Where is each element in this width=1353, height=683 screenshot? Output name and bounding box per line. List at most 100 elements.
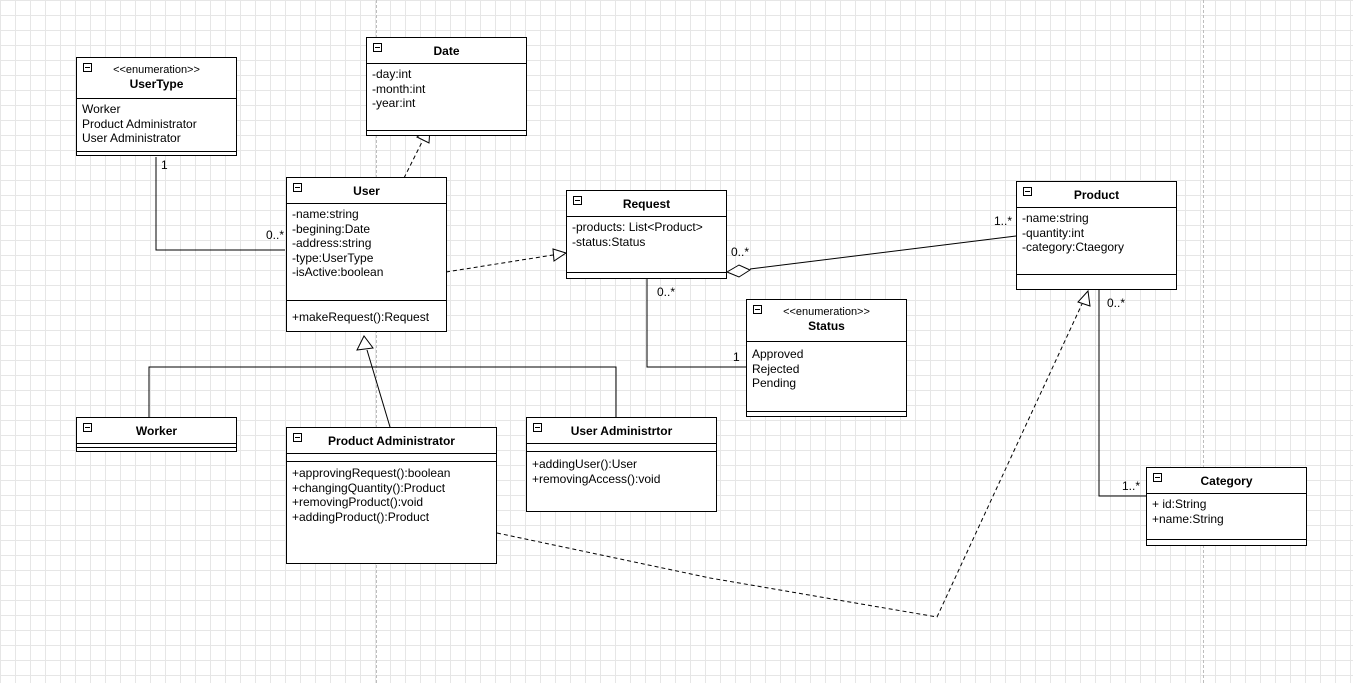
class-header: <<enumeration>> UserType bbox=[77, 58, 236, 99]
class-status[interactable]: <<enumeration>> Status Approved Rejected… bbox=[746, 299, 907, 417]
class-product-administrator[interactable]: Product Administrator +approvingRequest(… bbox=[286, 427, 497, 564]
collapse-icon[interactable] bbox=[533, 423, 542, 432]
collapse-icon[interactable] bbox=[293, 183, 302, 192]
class-header: Request bbox=[567, 191, 726, 217]
class-header: Product bbox=[1017, 182, 1176, 208]
class-header: User bbox=[287, 178, 446, 204]
class-user[interactable]: User -name:string -begining:Date -addres… bbox=[286, 177, 447, 332]
attribute: -isActive:boolean bbox=[292, 265, 384, 279]
class-header: Worker bbox=[77, 418, 236, 444]
class-header: Product Administrator bbox=[287, 428, 496, 454]
multiplicity-label: 0..* bbox=[657, 285, 676, 299]
enum-literal: Worker bbox=[82, 102, 121, 116]
class-name: Status bbox=[808, 319, 845, 333]
operation: +changingQuantity():Product bbox=[292, 480, 446, 495]
attribute: -products: List<Product> bbox=[572, 220, 703, 234]
class-name: Date bbox=[433, 44, 460, 58]
enum-literal: Approved bbox=[752, 347, 804, 361]
attribute: + id:String bbox=[1152, 497, 1207, 511]
multiplicity-label: 1 bbox=[733, 350, 740, 364]
multiplicity-label: 0..* bbox=[731, 245, 750, 259]
class-name: Request bbox=[622, 197, 671, 211]
aggregation-diamond bbox=[725, 264, 752, 278]
enum-literal: User Administrator bbox=[82, 131, 181, 145]
association-usertype-user bbox=[155, 157, 285, 251]
collapse-icon[interactable] bbox=[293, 433, 302, 442]
arrowhead-request bbox=[552, 248, 568, 262]
operation: +makeRequest():Request bbox=[292, 310, 430, 324]
operation: +addingProduct():Product bbox=[292, 509, 430, 524]
attribute: -name:string bbox=[1022, 211, 1089, 225]
enum-literals: Approved Rejected Pending bbox=[747, 342, 906, 412]
enum-literals: Worker Product Administrator User Admini… bbox=[77, 99, 236, 152]
arrowhead-product bbox=[1077, 289, 1091, 307]
class-user-administrator[interactable]: User Administrtor +addingUser():User +re… bbox=[526, 417, 717, 512]
attribute: -quantity:int bbox=[1022, 225, 1085, 240]
operations-section: +addingUser():User +removingAccess():voi… bbox=[527, 452, 716, 486]
attributes-section: -name:string -begining:Date -address:str… bbox=[287, 204, 446, 301]
collapse-icon[interactable] bbox=[373, 43, 382, 52]
class-product[interactable]: Product -name:string -quantity:int -cate… bbox=[1016, 181, 1177, 290]
attribute: -address:string bbox=[292, 236, 372, 250]
arrowhead-user bbox=[356, 335, 374, 351]
attributes-section bbox=[77, 444, 236, 448]
association-product-category bbox=[1098, 290, 1146, 497]
operations-section: +makeRequest():Request bbox=[287, 301, 446, 325]
operations-section: +approvingRequest():boolean +changingQua… bbox=[287, 462, 496, 524]
class-usertype[interactable]: <<enumeration>> UserType Worker Product … bbox=[76, 57, 237, 156]
class-name: User Administrtor bbox=[570, 424, 673, 438]
operation: +addingUser():User bbox=[532, 457, 638, 471]
class-name: Worker bbox=[135, 424, 178, 438]
stereotype-label: <<enumeration>> bbox=[113, 64, 200, 76]
attributes-section: + id:String +name:String bbox=[1147, 494, 1306, 540]
multiplicity-label: 0..* bbox=[266, 228, 285, 242]
attribute: -day:int bbox=[372, 67, 412, 81]
enum-literal: Product Administrator bbox=[82, 116, 197, 131]
attribute: -begining:Date bbox=[292, 221, 371, 236]
enum-literal: Pending bbox=[752, 376, 797, 390]
dependency-user-request bbox=[445, 254, 554, 273]
attribute: -year:int bbox=[372, 96, 416, 110]
class-name: Product bbox=[1073, 188, 1120, 202]
attribute: -status:Status bbox=[572, 234, 646, 249]
collapse-icon[interactable] bbox=[83, 423, 92, 432]
class-name: Category bbox=[1200, 474, 1253, 488]
class-request[interactable]: Request -products: List<Product> -status… bbox=[566, 190, 727, 279]
dependency-user-date bbox=[403, 137, 425, 179]
multiplicity-label: 1..* bbox=[994, 214, 1013, 228]
class-date[interactable]: Date -day:int -month:int -year:int bbox=[366, 37, 527, 136]
attributes-section: -day:int -month:int -year:int bbox=[367, 64, 526, 131]
class-name: UserType bbox=[129, 77, 184, 91]
class-category[interactable]: Category + id:String +name:String bbox=[1146, 467, 1307, 546]
class-name: Product Administrator bbox=[328, 434, 455, 448]
attribute: -type:UserType bbox=[292, 250, 374, 265]
class-header: Category bbox=[1147, 468, 1306, 494]
class-worker[interactable]: Worker bbox=[76, 417, 237, 452]
class-header: <<enumeration>> Status bbox=[747, 300, 906, 342]
collapse-icon[interactable] bbox=[1023, 187, 1032, 196]
collapse-icon[interactable] bbox=[573, 196, 582, 205]
association-request-status bbox=[646, 278, 746, 368]
generalization-trunk bbox=[366, 349, 391, 428]
attributes-section: -products: List<Product> -status:Status bbox=[567, 217, 726, 273]
page-break-line bbox=[376, 0, 377, 683]
collapse-icon[interactable] bbox=[1153, 473, 1162, 482]
class-header: Date bbox=[367, 38, 526, 64]
collapse-icon[interactable] bbox=[83, 63, 92, 72]
enum-literal: Rejected bbox=[752, 361, 800, 376]
generalization-bus bbox=[148, 366, 617, 417]
attribute: -category:Ctaegory bbox=[1022, 240, 1125, 254]
aggregation-request-product bbox=[749, 235, 1017, 270]
class-name: User bbox=[353, 184, 380, 198]
multiplicity-label: 1..* bbox=[1122, 479, 1141, 493]
multiplicity-label: 0..* bbox=[1107, 296, 1126, 310]
class-header: User Administrtor bbox=[527, 418, 716, 444]
attributes-section bbox=[527, 444, 716, 452]
multiplicity-label: 1 bbox=[161, 158, 168, 172]
collapse-icon[interactable] bbox=[753, 305, 762, 314]
attribute: -month:int bbox=[372, 81, 426, 96]
stereotype-label: <<enumeration>> bbox=[783, 306, 870, 318]
page-break-line bbox=[1203, 0, 1204, 683]
